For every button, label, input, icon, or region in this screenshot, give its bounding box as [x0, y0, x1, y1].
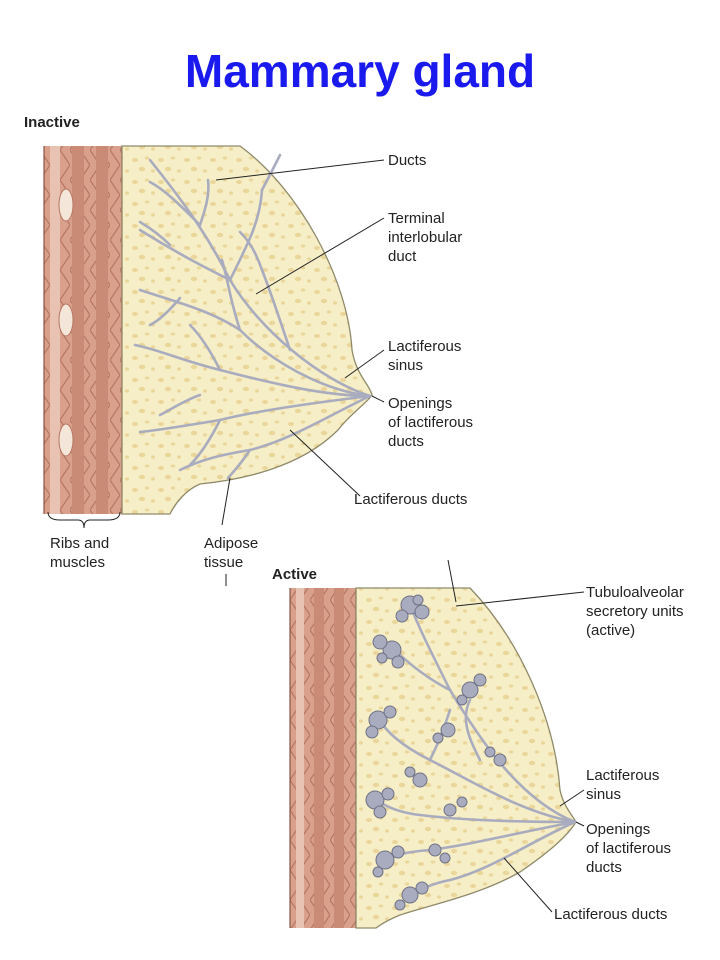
label-ribs-and-muscles: Ribs and muscles [50, 535, 110, 571]
inactive-panel-label: Inactive [24, 114, 80, 131]
label-active-lactiferous-sinus: Lactiferous sinus [586, 767, 660, 803]
label-openings-lactiferous-ducts: Openings of lactiferous ducts [388, 395, 474, 450]
active-ribs-muscles [289, 588, 357, 928]
inactive-ribs-muscles [43, 146, 123, 514]
inactive-breast-outline [121, 145, 373, 515]
label-lactiferous-ducts: Lactiferous ducts [354, 491, 468, 508]
active-panel-label: Active [272, 566, 318, 583]
active-secretory-units [365, 594, 507, 911]
active-panel [286, 559, 585, 929]
page-title: Mammary gland [184, 45, 536, 97]
inactive-ducts [133, 153, 372, 480]
active-leader-lines [447, 559, 585, 913]
label-terminal-interlobular-duct: Terminal interlobular duct [388, 210, 463, 265]
inactive-panel [43, 145, 385, 586]
label-adipose-tissue: Adipose tissue [204, 535, 259, 571]
label-active-openings-lactiferous-ducts: Openings of lactiferous ducts [586, 821, 672, 876]
label-tubuloalveolar-secretory-units: Tubuloalveolar secretory units (active) [586, 584, 684, 639]
label-ducts: Ducts [388, 152, 427, 169]
label-active-lactiferous-ducts: Lactiferous ducts [554, 906, 668, 923]
active-breast-outline [355, 587, 577, 929]
label-lactiferous-sinus: Lactiferous sinus [388, 338, 462, 374]
inactive-leader-lines [47, 159, 385, 586]
